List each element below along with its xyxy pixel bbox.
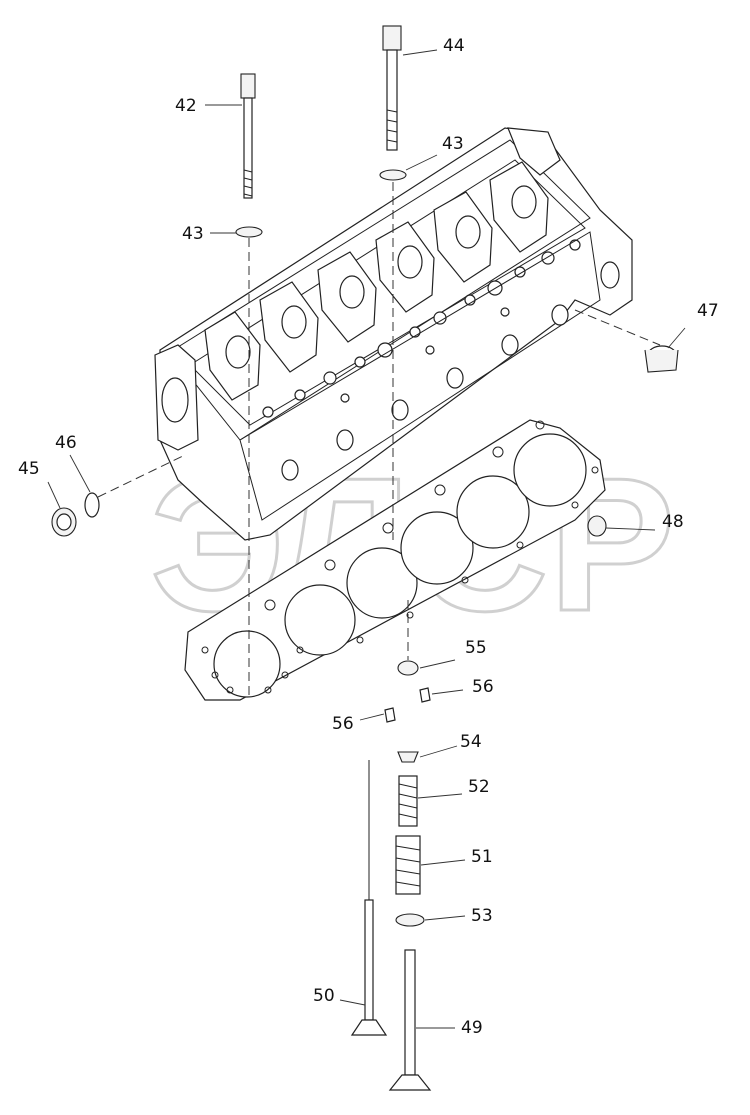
spring-seat-53 xyxy=(395,913,425,927)
valve-stem-seal-55 xyxy=(397,660,419,676)
spring-retainer-54 xyxy=(397,751,419,763)
callout-49: 49 xyxy=(461,1018,483,1038)
callout-56-right: 56 xyxy=(472,677,494,697)
head-bolt-short xyxy=(240,73,256,199)
cylinder-head-icon xyxy=(154,127,633,541)
callout-45: 45 xyxy=(18,459,40,479)
callout-56-left: 56 xyxy=(332,714,354,734)
callout-43-right: 43 xyxy=(442,134,464,154)
sleeve-47 xyxy=(644,345,679,373)
callout-52: 52 xyxy=(468,777,490,797)
head-bolt-long xyxy=(382,25,402,151)
valve-50 xyxy=(350,760,388,1036)
plug-45 xyxy=(51,507,77,537)
head-gasket-icon xyxy=(184,419,606,701)
callout-54: 54 xyxy=(460,732,482,752)
leader-lines xyxy=(47,49,686,1029)
callout-43-left: 43 xyxy=(182,224,204,244)
bolt-washer-right xyxy=(379,169,407,181)
callout-46: 46 xyxy=(55,433,77,453)
callout-47: 47 xyxy=(697,301,719,321)
callout-labels: 42 44 43 43 47 46 45 48 55 56 56 54 52 5… xyxy=(18,36,719,1038)
callout-55: 55 xyxy=(465,638,487,658)
callout-50: 50 xyxy=(313,986,335,1006)
callout-44: 44 xyxy=(443,36,465,56)
seal-ring-46 xyxy=(84,492,100,518)
callout-48: 48 xyxy=(662,512,684,532)
valve-keeper-56b xyxy=(384,707,396,723)
valve-49 xyxy=(388,949,432,1091)
callout-53: 53 xyxy=(471,906,493,926)
bolt-washer-left xyxy=(235,226,263,238)
plug-48 xyxy=(587,515,607,537)
valve-keeper-56a xyxy=(419,687,431,703)
outer-spring-51 xyxy=(395,835,421,895)
callout-42: 42 xyxy=(175,96,197,116)
callout-51: 51 xyxy=(471,847,493,867)
inner-spring-52 xyxy=(398,775,418,827)
